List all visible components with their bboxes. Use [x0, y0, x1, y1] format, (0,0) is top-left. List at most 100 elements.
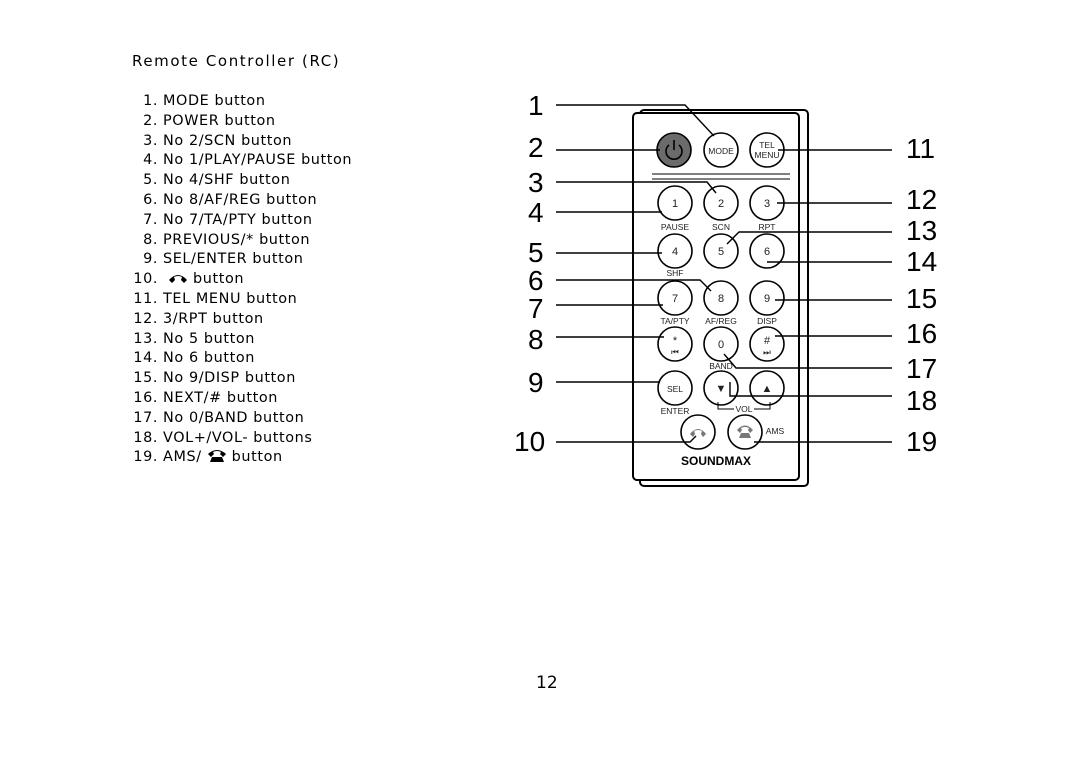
legend-text-suffix: button — [231, 449, 283, 466]
legend-item: 13.No 5 button — [126, 330, 352, 350]
legend-text: No 6 button — [163, 350, 255, 367]
callout-19: 19 — [906, 426, 937, 457]
callout-3: 3 — [528, 167, 544, 198]
legend-item: 15.No 9/DISP button — [126, 369, 352, 389]
leader-line — [726, 231, 892, 245]
key-8-label: 8 — [718, 293, 724, 305]
legend-item: 5.No 4/SHF button — [126, 171, 352, 191]
leader-line — [556, 435, 697, 443]
key-9-label: 9 — [764, 293, 770, 305]
leader-line — [556, 181, 717, 194]
legend-number: 8. — [143, 231, 158, 248]
hash-label: # — [764, 335, 771, 347]
key-9-button[interactable] — [749, 280, 785, 316]
callout-10: 10 — [514, 426, 545, 457]
key-7-button[interactable] — [657, 280, 693, 316]
callout-6: 6 — [528, 265, 544, 296]
phone-icon — [737, 425, 753, 438]
legend-item: 8. PREVIOUS/* button — [126, 231, 352, 251]
scn-label: SCN — [712, 222, 730, 232]
key-6-button[interactable] — [749, 233, 785, 269]
legend-number: 1. — [143, 93, 158, 109]
enter-label: ENTER — [661, 406, 690, 416]
legend-text: PREVIOUS/* button — [163, 231, 311, 248]
key-4-label: 4 — [672, 246, 678, 258]
shf-label: SHF — [667, 268, 684, 278]
sel-label: SEL — [667, 384, 683, 394]
legend-text: AMS/ — [163, 449, 202, 466]
key-6-label: 6 — [764, 246, 770, 258]
legend-item: 11.TEL MENU button — [126, 290, 352, 310]
key-8-button[interactable] — [703, 280, 739, 316]
legend-text: VOL+/VOL- buttons — [163, 429, 313, 446]
key-5-button[interactable] — [703, 233, 739, 269]
key-0-button[interactable] — [703, 326, 739, 362]
callout-12: 12 — [906, 184, 937, 215]
ams-label: AMS — [766, 426, 785, 436]
callout-2: 2 — [528, 132, 544, 163]
ams-phone-button[interactable] — [727, 414, 763, 450]
key-5-label: 5 — [718, 246, 724, 258]
legend-number: 14. — [133, 350, 158, 367]
key-7-label: 7 — [672, 293, 678, 305]
key-1-button[interactable] — [657, 185, 693, 221]
previous-button[interactable] — [657, 326, 693, 362]
legend-text: No 0/BAND button — [163, 409, 305, 426]
legend-text: MODE button — [163, 93, 266, 109]
section-heading: Remote Controller (RC) — [132, 52, 341, 70]
disp-label: DISP — [757, 316, 777, 326]
leader-line — [556, 279, 712, 292]
legend-number: 3. — [143, 132, 158, 149]
star-label: * — [673, 335, 678, 347]
legend-number: 12. — [133, 310, 158, 327]
callout-15: 15 — [906, 283, 937, 314]
callout-4: 4 — [528, 197, 544, 228]
tapty-label: TA/PTY — [660, 316, 689, 326]
legend-item: 3. No 2/SCN button — [126, 132, 352, 152]
legend-text: POWER button — [163, 112, 276, 129]
key-2-label: 2 — [718, 198, 724, 210]
legend-item: 4.No 1/PLAY/PAUSE button — [126, 151, 352, 171]
vol-label: VOL — [735, 404, 752, 414]
callout-17: 17 — [906, 353, 937, 384]
legend-item: 7.No 7/TA/PTY button — [126, 211, 352, 231]
callout-13: 13 — [906, 215, 937, 246]
mode-button[interactable] — [703, 132, 739, 168]
key-4-button[interactable] — [657, 233, 693, 269]
legend-number: 10. — [133, 271, 158, 288]
legend-item: 14. No 6 button — [126, 349, 352, 369]
afreg-label: AF/REG — [705, 316, 737, 326]
key-2-button[interactable] — [703, 185, 739, 221]
legend-number: 7. — [143, 211, 158, 228]
legend-text: No 8/AF/REG button — [163, 191, 318, 208]
phone-hangup-button[interactable] — [680, 414, 716, 450]
pause-label: PAUSE — [661, 222, 690, 232]
phone-icon — [207, 450, 226, 463]
previous-icon: ⏮ — [671, 347, 679, 357]
leader-line — [556, 104, 715, 137]
legend-text: No 2/SCN button — [163, 132, 293, 149]
legend-item: 12. 3/RPT button — [126, 310, 352, 330]
phone-hangup-icon — [169, 275, 187, 284]
legend-text: SEL/ENTER button — [163, 251, 304, 268]
callout-8: 8 — [528, 324, 544, 355]
vol-down-icon: ▼ — [716, 383, 727, 395]
callout-18: 18 — [906, 385, 937, 416]
legend-text: TEL MENU button — [163, 290, 298, 307]
legend-number: 5. — [143, 172, 158, 189]
vol-up-icon: ▲ — [762, 383, 773, 395]
vol-bracket — [717, 402, 771, 410]
key-1-label: 1 — [672, 198, 678, 210]
tel-label: TEL — [759, 140, 775, 150]
legend-item: 18.VOL+/VOL- buttons — [126, 429, 352, 449]
legend-number: 19. — [133, 449, 158, 466]
legend-text: 3/RPT button — [163, 310, 264, 327]
rpt-label: RPT — [759, 222, 776, 232]
legend-text: No 5 button — [163, 330, 255, 347]
callout-5: 5 — [528, 237, 544, 268]
sel-button[interactable] — [657, 370, 693, 406]
legend-item: 17.No 0/BAND button — [126, 409, 352, 429]
legend-item: 19. AMS/button — [126, 448, 352, 468]
brand-logo: SOUNDMAX — [681, 454, 751, 468]
